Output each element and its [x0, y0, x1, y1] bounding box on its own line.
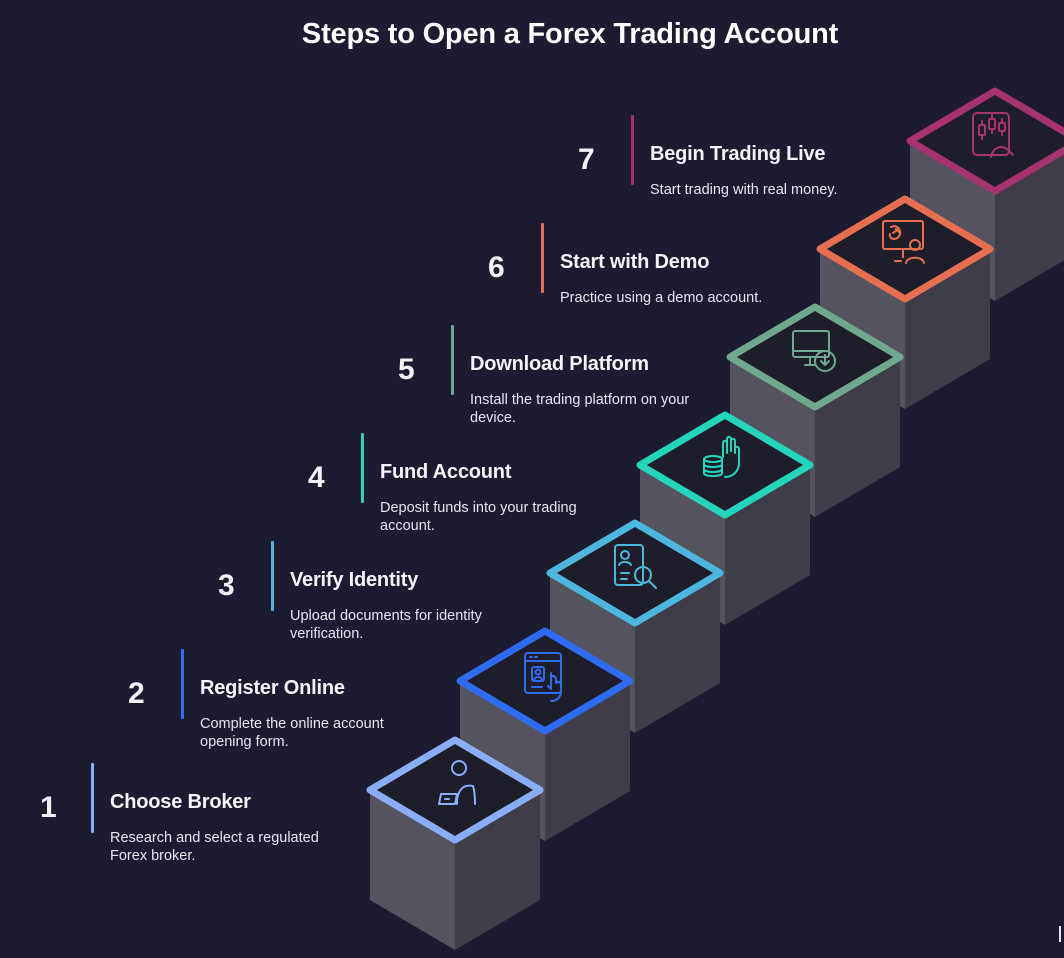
step-description: Deposit funds into your trading account.: [380, 500, 577, 534]
step-accent-bar: [361, 433, 364, 503]
text-cursor: [1059, 926, 1061, 942]
step-number: 7: [578, 143, 595, 176]
step-title: Register Online: [200, 677, 345, 699]
step-number: 6: [488, 251, 505, 284]
step-title: Verify Identity: [290, 569, 419, 591]
step-number: 3: [218, 569, 235, 602]
step-description: Start trading with real money.: [650, 182, 838, 198]
step-title: Start with Demo: [560, 251, 710, 273]
candlestick-hand-icon: [972, 112, 1014, 158]
step-title: Begin Trading Live: [650, 143, 826, 165]
stair-step-1: [366, 736, 544, 950]
step-number: 1: [40, 791, 57, 824]
presentation-user-icon: [882, 220, 925, 264]
page-title: Steps to Open a Forex Trading Account: [301, 18, 839, 50]
step-accent-bar: [541, 223, 544, 293]
step-title: Choose Broker: [110, 791, 251, 813]
step-accent-bar: [91, 763, 94, 833]
document-magnifier-icon: [614, 544, 657, 589]
step-title: Download Platform: [470, 353, 649, 375]
stair-top: [456, 627, 634, 735]
step-number: 2: [128, 677, 145, 710]
step-description: Practice using a demo account.: [560, 290, 763, 306]
stair-top: [906, 87, 1064, 195]
step-accent-bar: [631, 115, 634, 185]
stair-step-5: [726, 303, 904, 517]
step-description: Install the trading platform on your dev…: [470, 392, 690, 426]
step-accent-bar: [451, 325, 454, 395]
user-laptop-icon: [438, 760, 476, 805]
step-description: Complete the online account opening form…: [200, 716, 384, 750]
step-accent-bar: [271, 541, 274, 611]
step-number: 5: [398, 353, 415, 386]
step-accent-bar: [181, 649, 184, 719]
step-description: Research and select a regulated Forex br…: [110, 830, 319, 864]
step-number: 4: [308, 461, 325, 494]
step-title: Fund Account: [380, 461, 512, 483]
stair-top: [366, 736, 544, 844]
hand-coins-icon: [703, 435, 740, 478]
step-description: Upload documents for identity verificati…: [290, 608, 482, 642]
monitor-download-icon: [792, 330, 836, 372]
web-form-pointer-icon: [524, 652, 562, 702]
stair-side: [995, 150, 1064, 301]
stair-top: [636, 411, 814, 519]
stair-step-6: [816, 195, 994, 409]
